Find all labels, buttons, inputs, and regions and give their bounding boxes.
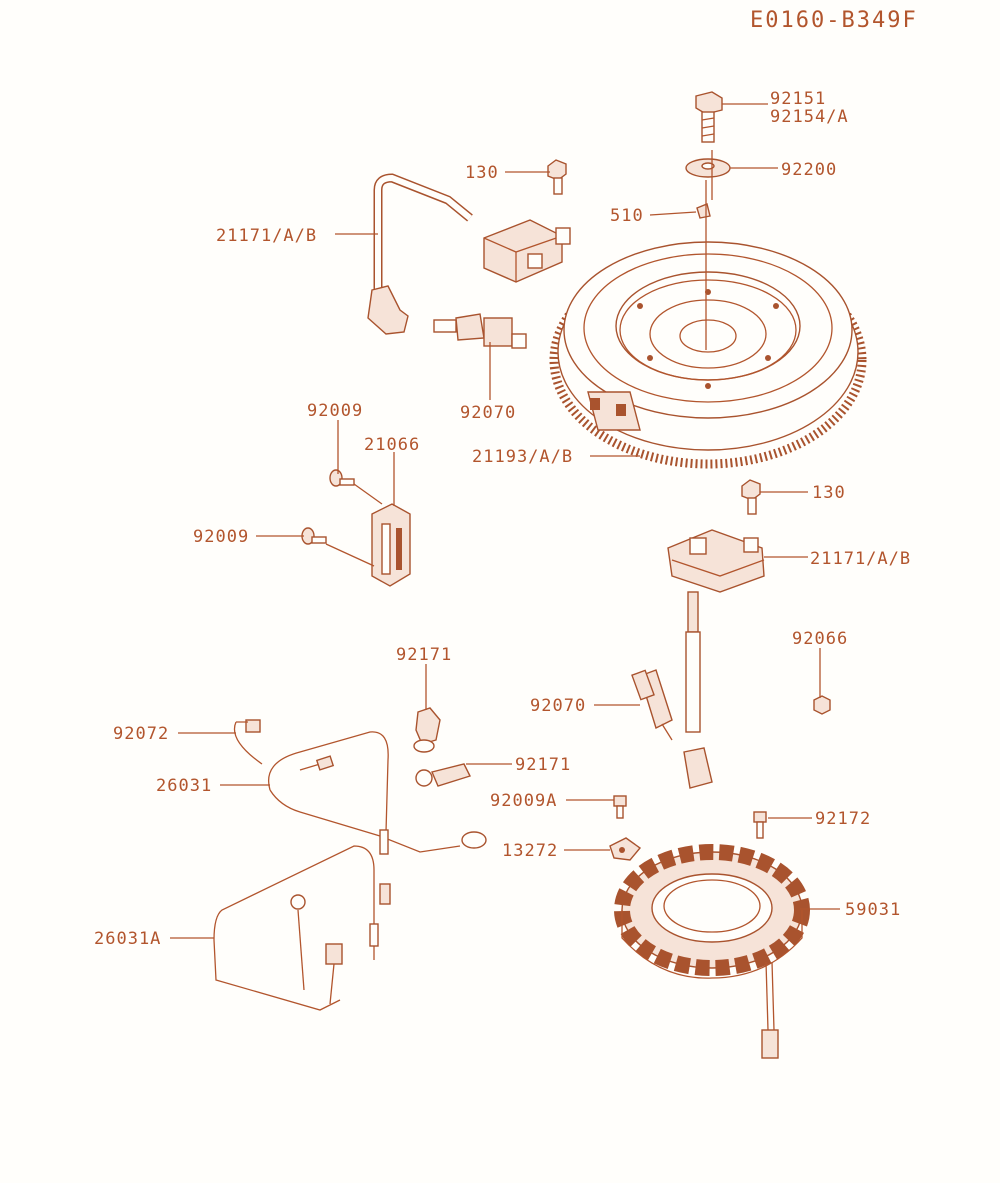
- flywheel-washer: [685, 158, 731, 178]
- callout-92070-mid: 92070: [530, 696, 586, 716]
- callout-92171-top: 92171: [396, 645, 452, 665]
- callout-92154: 92154/A: [770, 107, 849, 127]
- spark-plug-mid: [631, 669, 673, 741]
- clamp-92171-top: [413, 707, 441, 753]
- nut-92066: [813, 695, 831, 715]
- callout-92009-top: 92009: [307, 401, 363, 421]
- callout-59031: 59031: [845, 900, 901, 920]
- callout-21171-top: 21171/A/B: [216, 226, 317, 246]
- callout-92151: 92151: [770, 89, 826, 109]
- callout-92072: 92072: [113, 724, 169, 744]
- callout-92070-top: 92070: [460, 403, 516, 423]
- clip-92072: [233, 719, 263, 765]
- ignition-coil-top: [367, 159, 571, 335]
- harness-26031A: [213, 845, 379, 1011]
- callout-510: 510: [610, 206, 644, 226]
- callout-92066: 92066: [792, 629, 848, 649]
- diagram-code: E0160-B349F: [750, 8, 918, 33]
- callout-130-mid: 130: [812, 483, 846, 503]
- callout-21171-mid: 21171/A/B: [810, 549, 911, 569]
- clamp-92171-mid: [415, 763, 471, 787]
- stator-59031: [614, 811, 810, 1059]
- screw-92009-left: [301, 527, 327, 545]
- callout-26031: 26031: [156, 776, 212, 796]
- bracket-13272: [609, 837, 642, 861]
- ignition-coil-mid: [667, 479, 765, 789]
- callout-92200: 92200: [781, 160, 837, 180]
- callout-26031A: 26031A: [94, 929, 161, 949]
- flywheel-bolt: [695, 91, 723, 143]
- leader-lines: [170, 103, 840, 939]
- screw-92009-top: [329, 469, 355, 487]
- harness-26031: [268, 731, 487, 905]
- screw-92009A: [613, 795, 627, 819]
- callout-92172: 92172: [815, 809, 871, 829]
- callout-21193: 21193/A/B: [472, 447, 573, 467]
- spark-plug-top: [433, 313, 527, 349]
- callout-92009-left: 92009: [193, 527, 249, 547]
- flywheel-key: [696, 203, 711, 219]
- module-21066: [371, 503, 411, 587]
- callout-130-top: 130: [465, 163, 499, 183]
- callout-92009A: 92009A: [490, 791, 557, 811]
- callout-92171-mid: 92171: [515, 755, 571, 775]
- flywheel: [549, 241, 867, 469]
- callout-21066: 21066: [364, 435, 420, 455]
- callout-13272: 13272: [502, 841, 558, 861]
